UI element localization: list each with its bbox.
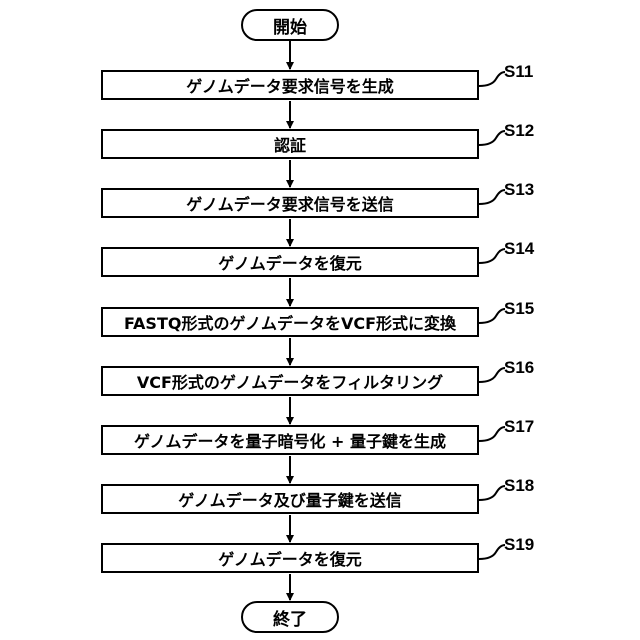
leader-s19 [479, 545, 505, 559]
step-label-s11: S11 [504, 62, 533, 82]
leader-s15 [479, 309, 505, 323]
end-terminal: 終了 [241, 601, 339, 633]
step-label-s18: S18 [504, 476, 534, 496]
leader-s18 [479, 486, 505, 500]
leader-s13 [479, 190, 505, 204]
leader-s16 [479, 368, 505, 382]
start-terminal: 開始 [241, 9, 339, 41]
step-label-s19: S19 [504, 535, 534, 555]
step-box-s18: ゲノムデータ及び量子鍵を送信 [101, 484, 479, 514]
step-box-s13: ゲノムデータ要求信号を送信 [101, 188, 479, 218]
step-label-s16: S16 [504, 358, 534, 378]
step-box-s12: 認証 [101, 129, 479, 159]
step-label-s14: S14 [504, 239, 534, 259]
step-box-s19: ゲノムデータを復元 [101, 543, 479, 573]
leader-s12 [479, 131, 505, 145]
step-box-s15: FASTQ形式のゲノムデータをVCF形式に変換 [101, 307, 479, 337]
leader-s11 [479, 72, 505, 86]
step-box-s11: ゲノムデータ要求信号を生成 [101, 70, 479, 100]
step-box-s17: ゲノムデータを量子暗号化 + 量子鍵を生成 [101, 425, 479, 455]
step-box-s16: VCF形式のゲノムデータをフィルタリング [101, 366, 479, 396]
step-label-s13: S13 [504, 180, 534, 200]
leader-s14 [479, 249, 505, 263]
step-label-s15: S15 [504, 299, 534, 319]
step-label-s12: S12 [504, 121, 534, 141]
leader-s17 [479, 427, 505, 441]
step-box-s14: ゲノムデータを復元 [101, 247, 479, 277]
step-label-s17: S17 [504, 417, 534, 437]
